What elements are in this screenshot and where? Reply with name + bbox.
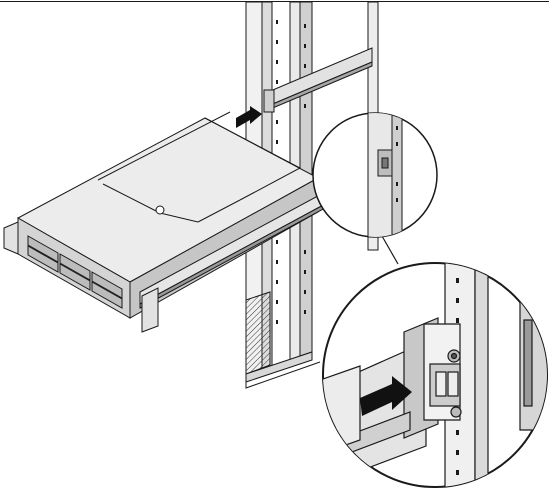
server-chassis [3,111,341,333]
rack-rail [263,47,373,113]
detail-circle-small [312,112,438,238]
drive-bays [27,235,123,309]
rack-ear-right [141,287,159,333]
cover-latch-icon [155,205,165,215]
detail-circle-large [322,262,548,488]
rack-post-holes [276,20,306,324]
rack-ear-left [3,221,19,255]
arrow-upper-icon [236,106,262,128]
callout-connector [381,235,399,265]
arrow-detail-icon [360,376,412,416]
